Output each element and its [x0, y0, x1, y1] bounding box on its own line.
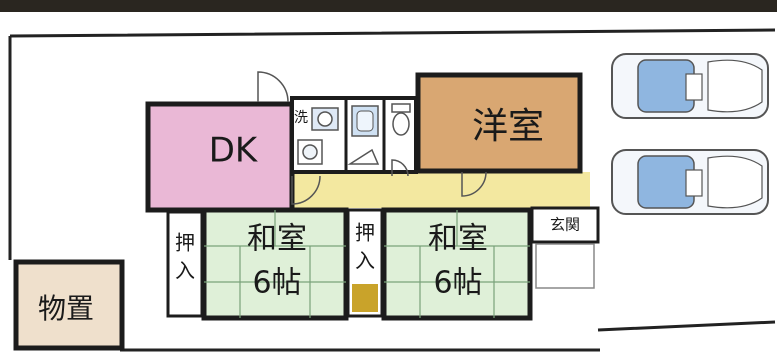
toilet-icon [391, 103, 411, 136]
room-western [415, 72, 583, 174]
closet-mid-floor [352, 284, 378, 312]
tatami-lines-left [204, 210, 346, 318]
tatami-lines-right [384, 210, 530, 318]
room-japanese-right-label-1: 和室 [428, 222, 488, 257]
closet-left-label-1: 押 [175, 231, 195, 255]
closet-mid-label-2: 入 [355, 249, 375, 273]
room-dk [145, 101, 295, 213]
bath-door [347, 148, 380, 165]
bathtub-icon [351, 105, 379, 137]
entrance-label: 玄関 [550, 216, 580, 234]
washing-machine-icon [311, 107, 339, 131]
car-icon [611, 53, 769, 119]
property-boundary [8, 28, 776, 332]
hallway [290, 172, 590, 208]
room-japanese-left-label-2: 6帖 [252, 266, 301, 301]
storage [13, 259, 125, 351]
door-swings [257, 71, 487, 205]
storage-label: 物置 [38, 292, 94, 325]
car-icon [611, 149, 769, 215]
room-japanese-right-label-2: 6帖 [433, 266, 482, 301]
room-japanese-right [381, 207, 533, 321]
top-band [0, 0, 777, 12]
sink-icon [297, 139, 323, 165]
entrance-step [535, 243, 595, 289]
closet-left-label-2: 入 [175, 259, 195, 283]
washroom-label: 洗 [294, 110, 308, 126]
closet-mid-label-1: 押 [355, 221, 375, 245]
room-japanese-left-label-1: 和室 [247, 222, 307, 257]
room-japanese-left [201, 207, 349, 321]
room-western-label: 洋室 [472, 106, 544, 147]
room-dk-label: DK [209, 131, 259, 171]
closet-left [166, 210, 204, 318]
